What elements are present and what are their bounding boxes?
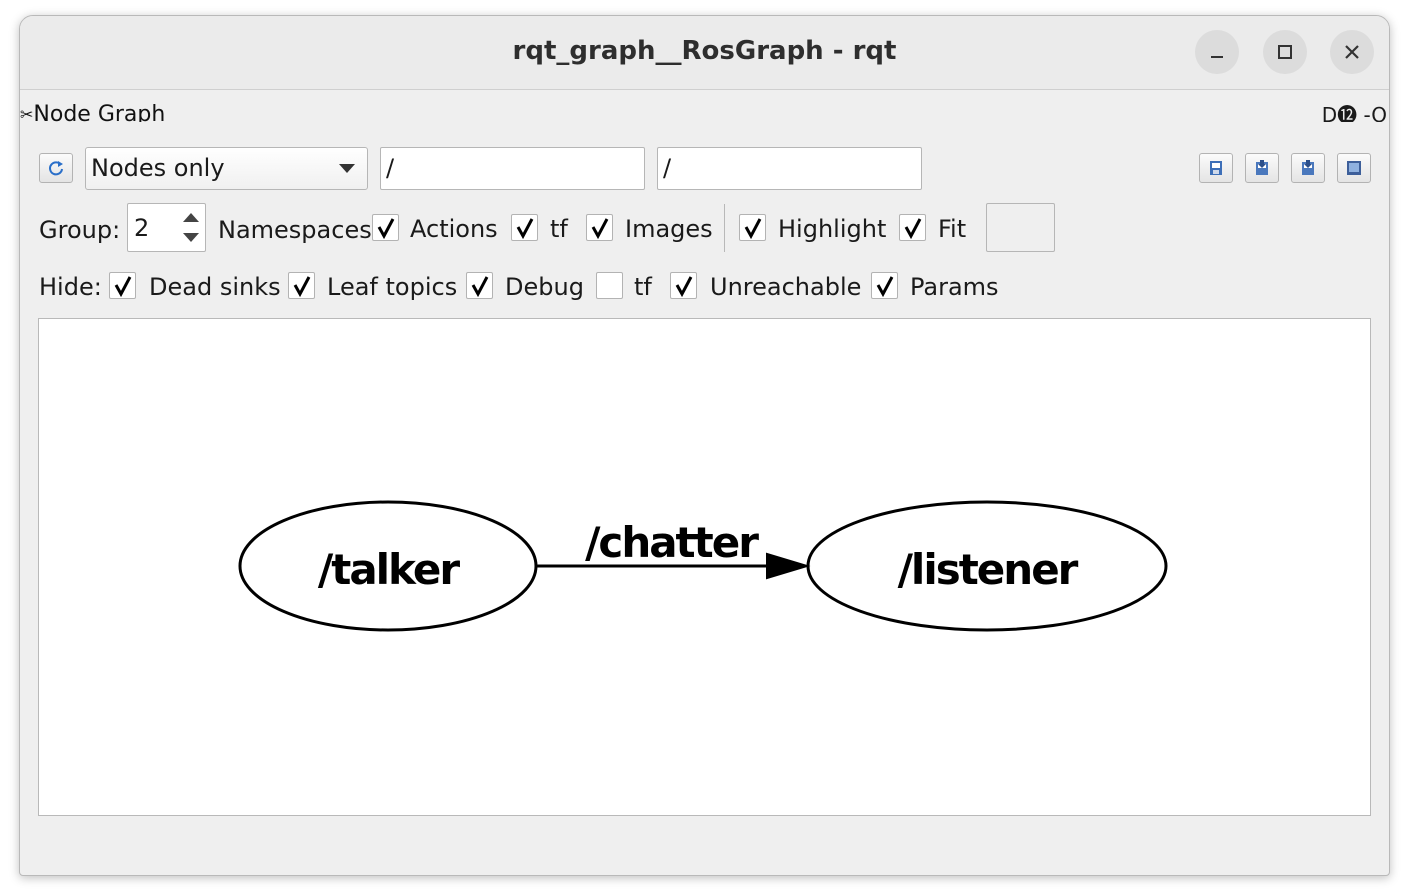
display-mode-combo[interactable]: Nodes only — [85, 147, 368, 190]
leaf-topics-checkbox[interactable] — [288, 272, 315, 299]
actions-checkbox[interactable] — [372, 214, 399, 241]
fit-view-button[interactable] — [986, 203, 1055, 252]
checkmark-icon — [675, 275, 692, 297]
plugin-title: ✂Node Graph — [20, 100, 165, 122]
topic-filter-input[interactable]: / — [657, 147, 922, 190]
hide-tf-checkbox[interactable] — [596, 272, 623, 299]
save-dot-icon — [1256, 160, 1268, 175]
group-spinbox[interactable]: 2 — [127, 203, 206, 252]
spin-down-icon[interactable] — [183, 233, 199, 242]
arrow-head-icon — [766, 552, 811, 580]
actions-label: Actions — [410, 215, 498, 243]
highlight-label: Highlight — [778, 215, 887, 243]
options-separator — [724, 204, 725, 252]
debug-label: Debug — [505, 273, 584, 301]
minimize-icon — [1211, 56, 1223, 58]
load-dot-button[interactable] — [1199, 153, 1233, 183]
group-label: Group: — [39, 216, 121, 244]
close-icon — [1345, 45, 1359, 59]
save-svg-icon — [1302, 160, 1314, 175]
checkmark-icon — [471, 275, 488, 297]
checkmark-icon — [516, 217, 533, 239]
highlight-checkbox[interactable] — [739, 214, 766, 241]
dead-sinks-label: Dead sinks — [149, 273, 281, 301]
checkmark-icon — [293, 275, 310, 297]
title-bar: rqt_graph__RosGraph - rqt — [20, 16, 1389, 90]
graph-node-talker[interactable] — [238, 500, 538, 632]
tf-group-checkbox[interactable] — [511, 214, 538, 241]
maximize-icon — [1278, 45, 1292, 59]
checkmark-icon — [114, 275, 131, 297]
hide-tf-label: tf — [634, 273, 652, 301]
tf-group-label: tf — [550, 215, 568, 243]
checkmark-icon — [377, 217, 394, 239]
window-title: rqt_graph__RosGraph - rqt — [512, 36, 897, 66]
load-icon — [1210, 161, 1222, 175]
images-checkbox[interactable] — [586, 214, 613, 241]
checkmark-icon — [591, 217, 608, 239]
spin-up-icon[interactable] — [183, 213, 199, 222]
checkmark-icon — [744, 217, 761, 239]
save-svg-button[interactable] — [1291, 153, 1325, 183]
scissors-icon: ✂ — [20, 105, 34, 122]
hide-label: Hide: — [39, 273, 102, 301]
graph-node-listener-label: /listener — [898, 545, 1079, 594]
leaf-topics-label: Leaf topics — [327, 273, 458, 301]
display-mode-value: Nodes only — [91, 154, 225, 182]
graph-canvas[interactable]: /talker /listener /chatter — [38, 318, 1371, 816]
unreachable-checkbox[interactable] — [670, 272, 697, 299]
close-button[interactable] — [1330, 30, 1374, 74]
refresh-icon — [49, 161, 63, 176]
refresh-button[interactable] — [39, 153, 73, 183]
images-label: Images — [625, 215, 713, 243]
checkmark-icon — [904, 217, 921, 239]
save-image-icon — [1347, 161, 1361, 175]
save-image-button[interactable] — [1337, 153, 1371, 183]
params-checkbox[interactable] — [871, 272, 898, 299]
fit-label: Fit — [938, 215, 967, 243]
minimize-button[interactable] — [1195, 30, 1239, 74]
graph-svg: /talker /listener /chatter — [238, 500, 1168, 632]
maximize-button[interactable] — [1263, 30, 1307, 74]
group-value: 2 — [134, 214, 150, 242]
fit-checkbox[interactable] — [899, 214, 926, 241]
plugin-title-controls[interactable]: D⓬ -O — [1321, 103, 1387, 122]
unreachable-label: Unreachable — [710, 273, 862, 301]
node-filter-input[interactable]: / — [380, 147, 645, 190]
dead-sinks-checkbox[interactable] — [109, 272, 136, 299]
namespaces-label: Namespaces — [218, 216, 372, 244]
plugin-title-text: Node Graph — [33, 102, 166, 122]
app-window: rqt_graph__RosGraph - rqt ✂Node Graph D⓬… — [19, 15, 1390, 876]
save-dot-button[interactable] — [1245, 153, 1279, 183]
chevron-down-icon — [339, 164, 355, 173]
graph-node-talker-label: /talker — [318, 545, 460, 594]
checkmark-icon — [876, 275, 893, 297]
params-label: Params — [910, 273, 999, 301]
debug-checkbox[interactable] — [466, 272, 493, 299]
graph-edge-chatter-label: /chatter — [585, 518, 759, 567]
